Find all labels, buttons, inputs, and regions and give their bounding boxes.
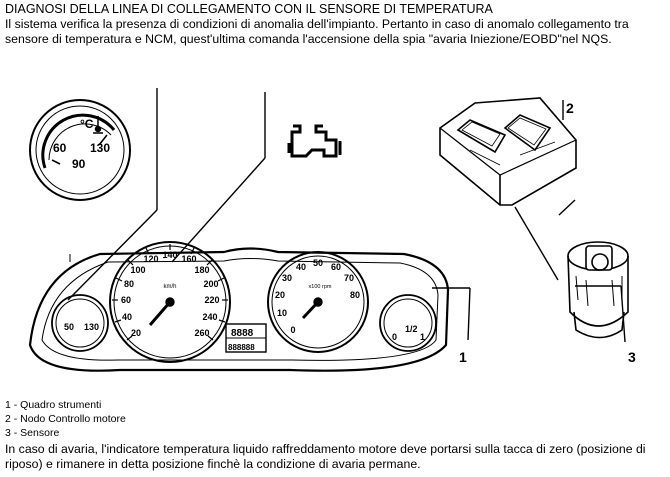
temp-gauge-callout xyxy=(29,99,131,201)
odometer-trip: 8888 xyxy=(231,328,254,339)
tacho-label-10: 10 xyxy=(277,308,287,318)
engine-warning-icon xyxy=(287,124,342,158)
speedo-label-220: 220 xyxy=(204,295,219,305)
intro-paragraph: Il sistema verifica la presenza di condi… xyxy=(5,17,629,46)
legend-item-1: 1 - Quadro strumenti xyxy=(5,399,102,411)
small-temp-low: 50 xyxy=(64,322,74,332)
speedo-label-200: 200 xyxy=(203,279,218,289)
tacho-label-20: 20 xyxy=(275,290,285,300)
speedo-label-20: 20 xyxy=(131,328,141,338)
tacho-label-50: 50 xyxy=(313,258,323,268)
leader-quadro xyxy=(467,287,471,341)
tacho-label-70: 70 xyxy=(344,273,354,283)
speedo-label-80: 80 xyxy=(124,279,134,289)
speedometer-labels: 20 40 60 80 100 120 140 160 180 200 220 … xyxy=(121,250,220,338)
odometer-total: 888888 xyxy=(228,343,255,352)
legend: 1 - Quadro strumenti 2 - Nodo Controllo … xyxy=(5,398,126,440)
speedometer-needle xyxy=(148,301,172,326)
legend-item-3: 3 - Sensore xyxy=(5,427,60,439)
dashboard-outline xyxy=(28,247,450,372)
tachometer xyxy=(267,251,369,353)
speedo-label-160: 160 xyxy=(181,254,196,264)
leader-temp-2 xyxy=(67,209,158,301)
callout-2: 2 xyxy=(566,100,574,116)
leader-engine-lamp-2 xyxy=(171,157,266,263)
temp-unit-label: °C xyxy=(80,117,94,131)
speedo-label-240: 240 xyxy=(202,312,217,322)
fuel-half: 1/2 xyxy=(405,324,418,334)
fuel-gauge xyxy=(379,294,437,352)
small-temp-high: 130 xyxy=(84,322,99,332)
tachometer-labels: 0 10 20 30 40 50 60 70 80 xyxy=(275,258,360,335)
tacho-unit: x100 rpm xyxy=(309,284,332,290)
callout-3: 3 xyxy=(628,349,636,365)
temp-low-label: 60 xyxy=(53,141,67,155)
speedo-label-100: 100 xyxy=(130,265,145,275)
tacho-label-40: 40 xyxy=(296,262,306,272)
temperature-sensor xyxy=(567,241,629,339)
speedo-label-180: 180 xyxy=(194,265,209,275)
coolant-temp-icon xyxy=(93,116,103,134)
tacho-label-60: 60 xyxy=(331,262,341,272)
tacho-label-80: 80 xyxy=(350,290,360,300)
speedo-label-40: 40 xyxy=(122,312,132,322)
tacho-label-30: 30 xyxy=(282,273,292,283)
speedo-unit: km/h xyxy=(163,284,176,290)
legend-item-2: 2 - Nodo Controllo motore xyxy=(5,413,126,425)
temp-high-label: 130 xyxy=(90,141,110,155)
speedo-label-60: 60 xyxy=(121,295,131,305)
temp-mid-label: 90 xyxy=(72,157,86,171)
tacho-label-0: 0 xyxy=(290,325,295,335)
speedo-label-140: 140 xyxy=(162,250,177,260)
engine-control-node xyxy=(439,97,577,206)
page-title: DIAGNOSI DELLA LINEA DI COLLEGAMENTO CON… xyxy=(5,2,493,16)
speedo-label-260: 260 xyxy=(194,328,209,338)
small-temp-gauge xyxy=(51,294,109,352)
failure-note: In caso di avaria, l'indicatore temperat… xyxy=(5,442,646,471)
fuel-empty: 0 xyxy=(392,332,397,342)
callout-1: 1 xyxy=(459,349,467,365)
speedometer xyxy=(109,241,231,363)
fuel-full: 1 xyxy=(420,332,425,342)
speedo-label-120: 120 xyxy=(143,254,158,264)
